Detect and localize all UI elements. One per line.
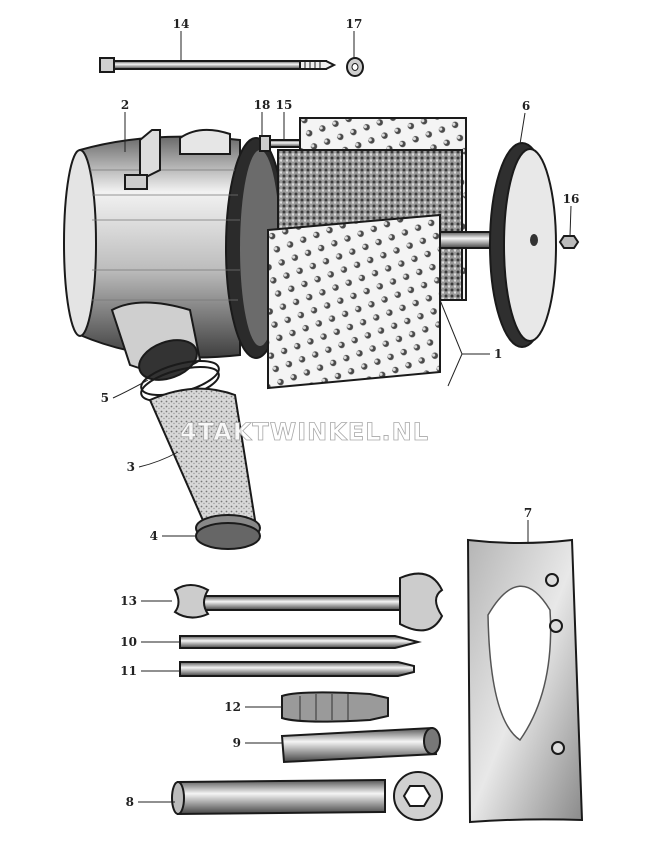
end-cap-disc (439, 142, 557, 348)
callout-1: 1 (494, 347, 502, 361)
box-spanner (280, 726, 441, 764)
leader-lines (112, 31, 572, 803)
callout-10: 10 (120, 635, 137, 649)
callout-13: 13 (120, 594, 137, 608)
filter-element-front (267, 213, 441, 390)
rubber-boot (148, 387, 257, 533)
callout-6: 6 (522, 99, 530, 113)
callout-3: 3 (127, 460, 135, 474)
callout-9: 9 (233, 736, 241, 750)
long-bolt (99, 57, 337, 73)
cap-nut (558, 235, 580, 249)
callout-7: 7 (524, 506, 532, 520)
callout-17: 17 (346, 17, 363, 31)
open-end-wrench (173, 572, 444, 632)
callout-14: 14 (173, 17, 190, 31)
watermark-text: 4TAKTWINKEL.NL (180, 418, 429, 446)
callout-18: 18 (254, 98, 271, 112)
callout-4: 4 (150, 529, 158, 543)
washer-nut (346, 57, 364, 77)
callout-16: 16 (563, 192, 580, 206)
intake-tube (110, 301, 202, 381)
callout-8: 8 (126, 795, 134, 809)
callout-5: 5 (101, 391, 109, 405)
ring-spanner (171, 771, 443, 821)
screwdriver-phillips (179, 635, 422, 649)
tool-pouch (466, 538, 584, 824)
boot-clamp (195, 514, 261, 550)
callout-15: 15 (276, 98, 293, 112)
callout-11: 11 (120, 664, 137, 678)
screwdriver-flat (179, 661, 415, 677)
callout-12: 12 (224, 700, 241, 714)
callout-2: 2 (121, 98, 129, 112)
small-screw (259, 135, 301, 152)
screwdriver-handle (281, 691, 389, 723)
